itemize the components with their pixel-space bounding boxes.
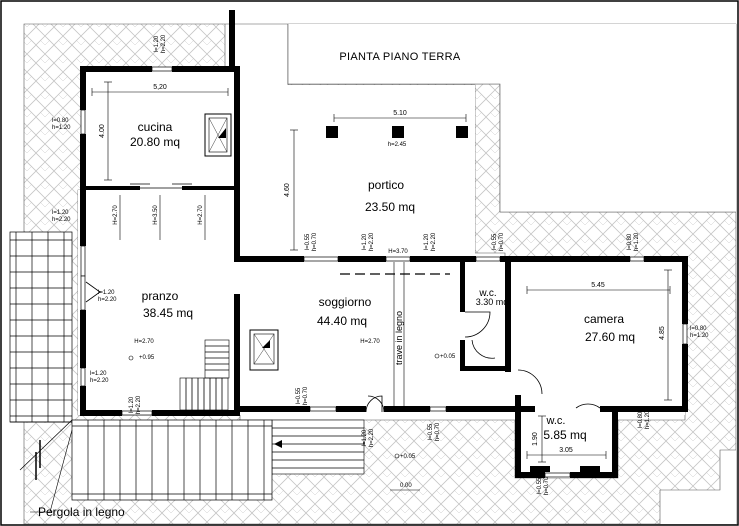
room-area-soggiorno: 44.40 mq bbox=[317, 314, 367, 328]
level-outside: +0.05 bbox=[400, 454, 416, 460]
dimension-lines bbox=[91, 81, 672, 463]
level-pranzo: +0.95 bbox=[139, 355, 155, 361]
dim-cucina-depth: 4.00 bbox=[99, 124, 106, 138]
svg-text:l=1.20: l=1.20 bbox=[154, 35, 160, 52]
svg-text:l=0.80: l=0.80 bbox=[627, 233, 633, 250]
height-soggiorno: H=2.70 bbox=[360, 339, 380, 345]
svg-text:h=1.20: h=1.20 bbox=[690, 333, 709, 339]
level-markers bbox=[128, 353, 440, 491]
svg-text:l=0.80: l=0.80 bbox=[690, 326, 707, 332]
dim-wc2-depth: 1.90 bbox=[532, 432, 539, 446]
room-area-camera: 27.60 mq bbox=[585, 330, 635, 344]
svg-text:h=0.70: h=0.70 bbox=[544, 476, 550, 495]
room-name-pranzo: pranzo bbox=[142, 289, 179, 303]
room-area-wc1: 3.30 mq bbox=[476, 297, 509, 307]
doors bbox=[85, 281, 601, 413]
pergola-label: Pergola in legno bbox=[38, 505, 125, 519]
room-area-wc2: 5.85 mq bbox=[543, 428, 586, 442]
svg-text:h=2.20: h=2.20 bbox=[369, 232, 375, 251]
svg-text:l=0.55: l=0.55 bbox=[537, 477, 543, 494]
level-ground: 0.00 bbox=[400, 483, 412, 489]
svg-text:l=1.20: l=1.20 bbox=[362, 233, 368, 250]
height-pranzo-left: H=2.70 bbox=[113, 205, 119, 225]
svg-text:h=2.20: h=2.20 bbox=[136, 395, 142, 414]
svg-text:h=1.20: h=1.20 bbox=[52, 125, 71, 131]
svg-text:h=2.20: h=2.20 bbox=[98, 297, 117, 303]
height-portico-pillar: h=2.45 bbox=[388, 142, 407, 148]
svg-text:l=1.20: l=1.20 bbox=[98, 290, 115, 296]
svg-text:l=1.20: l=1.20 bbox=[362, 429, 368, 446]
svg-text:h=2.20: h=2.20 bbox=[431, 232, 437, 251]
svg-text:h=0.70: h=0.70 bbox=[499, 232, 505, 251]
room-name-portico: portico bbox=[368, 178, 404, 192]
svg-text:h=0.70: h=0.70 bbox=[435, 422, 441, 441]
svg-text:h=1.20: h=1.20 bbox=[645, 410, 651, 429]
height-soggiorno-beam: H=3.70 bbox=[388, 249, 408, 255]
room-area-cucina: 20.80 mq bbox=[130, 135, 180, 149]
opening-labels: l=1.20 h=2.20 l=0.80 h=1.20 l=1.20 h=2.2… bbox=[52, 34, 709, 495]
room-area-pranzo: 38.45 mq bbox=[143, 306, 193, 320]
level-soggiorno: +0.05 bbox=[440, 354, 456, 360]
dim-wc2-width: 3.05 bbox=[559, 447, 573, 454]
height-pranzo: H=2.70 bbox=[134, 339, 154, 345]
dim-camera-width: 5.45 bbox=[591, 282, 605, 289]
interior-floor bbox=[78, 70, 685, 478]
room-name-camera: camera bbox=[584, 312, 624, 326]
dim-portico-width: 5.10 bbox=[393, 110, 407, 117]
svg-text:h=1.20: h=1.20 bbox=[634, 232, 640, 251]
svg-text:l=0.55: l=0.55 bbox=[305, 233, 311, 250]
svg-text:l=0.80: l=0.80 bbox=[52, 118, 69, 124]
dim-portico-depth: 4.60 bbox=[284, 183, 291, 197]
svg-text:h=0.70: h=0.70 bbox=[312, 232, 318, 251]
svg-text:l=1.20: l=1.20 bbox=[90, 371, 107, 377]
walls bbox=[80, 10, 688, 478]
dim-cucina-width: 5,20 bbox=[153, 84, 167, 91]
room-name-soggiorno: soggiorno bbox=[319, 295, 372, 309]
svg-text:l=0.55: l=0.55 bbox=[296, 387, 302, 404]
room-name-wc1: w.c. bbox=[478, 288, 496, 299]
svg-text:l=1.20: l=1.20 bbox=[424, 233, 430, 250]
room-area-portico: 23.50 mq bbox=[365, 200, 415, 214]
svg-text:l=0.80: l=0.80 bbox=[638, 411, 644, 428]
svg-text:h=0.70: h=0.70 bbox=[303, 386, 309, 405]
svg-text:l=1.20: l=1.20 bbox=[52, 210, 69, 216]
room-name-wc2: w.c. bbox=[546, 415, 566, 427]
height-pranzo-right: H=2.70 bbox=[198, 205, 204, 225]
svg-text:l=0.55: l=0.55 bbox=[428, 423, 434, 440]
height-pranzo-mid: H=3.50 bbox=[153, 205, 159, 225]
svg-text:l=1.20: l=1.20 bbox=[129, 396, 135, 413]
stairs bbox=[179, 339, 365, 475]
beam-label: trave in legno bbox=[394, 311, 404, 365]
svg-text:h=2.20: h=2.20 bbox=[52, 217, 71, 223]
windows bbox=[80, 66, 688, 478]
chimney-flue bbox=[229, 10, 235, 70]
svg-text:l=0.55: l=0.55 bbox=[492, 233, 498, 250]
svg-text:h=2.20: h=2.20 bbox=[161, 34, 167, 53]
svg-text:h=2.20: h=2.20 bbox=[90, 378, 109, 384]
pergola bbox=[9, 231, 273, 501]
svg-text:h=2.20: h=2.20 bbox=[369, 428, 375, 447]
pergola-leader bbox=[30, 429, 73, 513]
room-name-cucina: cucina bbox=[138, 120, 173, 134]
dim-camera-depth: 4.85 bbox=[659, 326, 666, 340]
plan-title: PIANTA PIANO TERRA bbox=[339, 51, 460, 63]
